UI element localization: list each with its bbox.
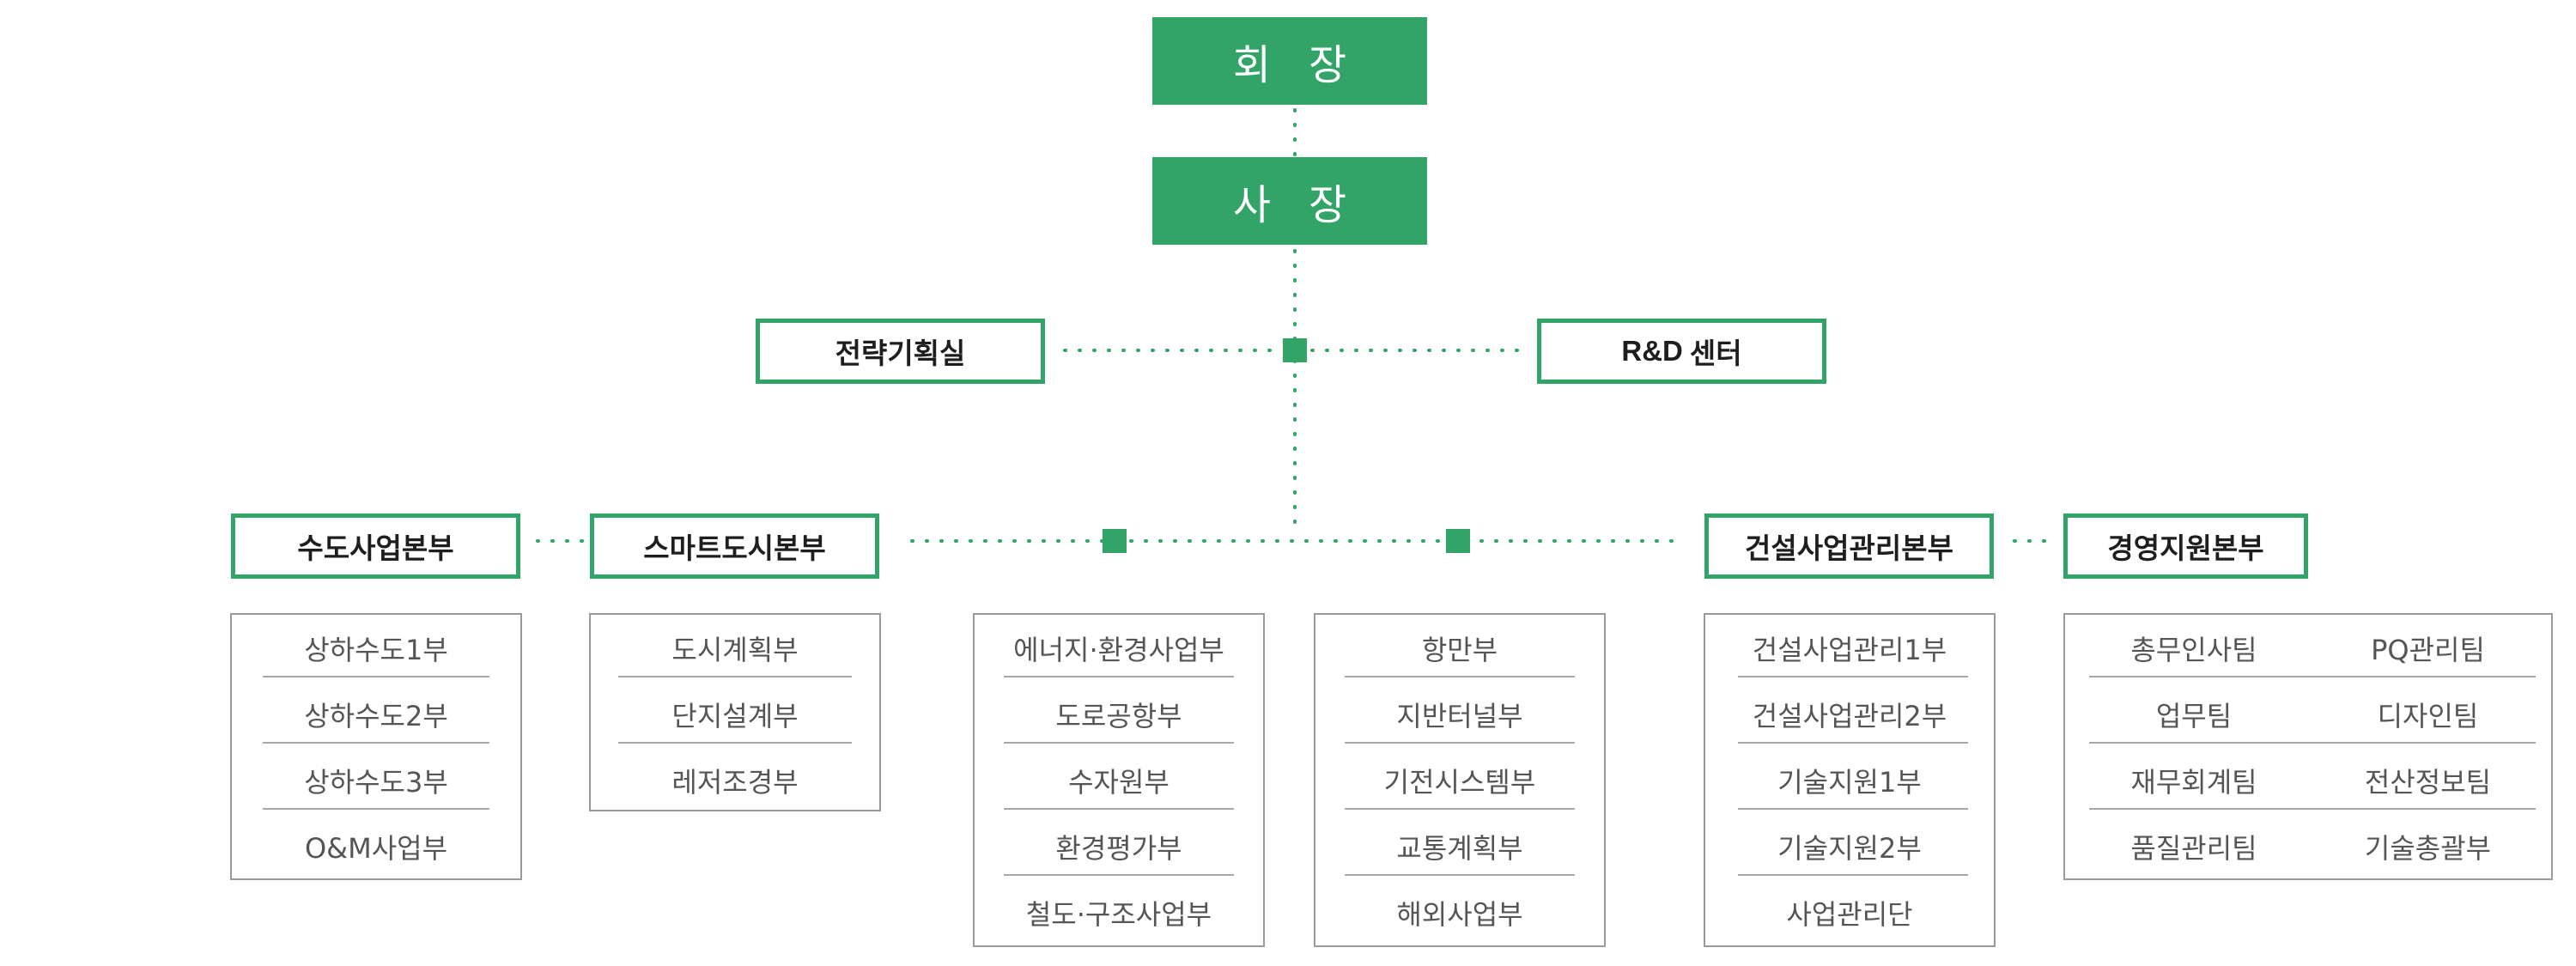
unit-list-cm: 건설사업관리1부 건설사업관리2부 기술지원1부 기술지원2부 사업관리단 <box>1704 613 1996 947</box>
unit-item: 상하수도1부 <box>304 634 448 666</box>
unit-item: 기술지원2부 <box>1777 832 1922 865</box>
unit-item: 단지설계부 <box>671 700 799 732</box>
unit-item: 에너지·환경사업부 <box>1013 634 1224 666</box>
unit-separator <box>1345 676 1575 677</box>
unit-separator <box>1738 676 1968 677</box>
unit-item-right: 기술총괄부 <box>2364 832 2492 865</box>
chairman-box: 회 장 <box>1152 17 1427 105</box>
unit-list-port: 항만부 지반터널부 기전시스템부 교통계획부 해외사업부 <box>1314 613 1606 947</box>
unit-list-water: 상하수도1부 상하수도2부 상하수도3부 O&M사업부 <box>230 613 522 880</box>
unit-item-left: 총무인사팀 <box>2130 634 2257 666</box>
unit-item-right: 디자인팀 <box>2377 700 2479 732</box>
division-admin-label: 경영지원본부 <box>2107 532 2264 565</box>
unit-item-left: 업무팀 <box>2155 700 2233 732</box>
unit-item: 기술지원1부 <box>1777 766 1922 799</box>
unit-separator <box>618 676 852 677</box>
division-admin-box: 경영지원본부 <box>2063 513 2308 579</box>
unit-list-admin: 총무인사팀 PQ관리팀 업무팀 디자인팀 재무회계팀 전산정보팀 품질관리팀 기… <box>2063 613 2553 880</box>
unit-separator <box>263 676 489 677</box>
unit-item: 수자원부 <box>1068 766 1170 799</box>
junction-node-left <box>1103 529 1127 553</box>
unit-item: 도시계획부 <box>671 634 799 666</box>
unit-separator <box>1004 874 1234 876</box>
rnd-center-box: R&D 센터 <box>1537 319 1826 384</box>
unit-item: 환경평가부 <box>1055 832 1182 865</box>
unit-item-left: 품질관리팀 <box>2130 832 2257 865</box>
unit-separator <box>263 808 489 810</box>
junction-node-center <box>1283 338 1307 362</box>
unit-separator <box>2089 808 2536 810</box>
strategy-office-label: 전략기획실 <box>835 337 966 370</box>
unit-item: 기전시스템부 <box>1383 766 1536 799</box>
unit-separator <box>1345 742 1575 744</box>
unit-separator <box>2089 676 2536 677</box>
unit-item: O&M사업부 <box>304 832 448 865</box>
unit-separator <box>1004 808 1234 810</box>
unit-item-right: 전산정보팀 <box>2364 766 2492 799</box>
unit-item: 지반터널부 <box>1396 700 1523 732</box>
junction-node-right <box>1446 529 1470 553</box>
unit-separator <box>1738 808 1968 810</box>
unit-item-right: PQ관리팀 <box>2371 634 2485 666</box>
unit-separator <box>1004 742 1234 744</box>
unit-separator <box>1004 676 1234 677</box>
unit-list-smartcity: 도시계획부 단지설계부 레저조경부 <box>589 613 881 811</box>
unit-item: 철도·구조사업부 <box>1025 898 1212 931</box>
president-box: 사 장 <box>1152 157 1427 245</box>
chairman-char-2: 장 <box>1309 41 1347 89</box>
unit-separator <box>1345 808 1575 810</box>
unit-separator <box>263 742 489 744</box>
division-water-box: 수도사업본부 <box>231 513 520 579</box>
unit-item: 상하수도2부 <box>304 700 448 732</box>
unit-separator <box>1738 874 1968 876</box>
unit-separator <box>2089 742 2536 744</box>
unit-item: 레저조경부 <box>671 766 799 799</box>
unit-item: 해외사업부 <box>1396 898 1523 931</box>
unit-item: 도로공항부 <box>1055 700 1182 732</box>
strategy-office-box: 전략기획실 <box>756 319 1045 384</box>
unit-item: 건설사업관리2부 <box>1752 700 1947 732</box>
unit-separator <box>1738 742 1968 744</box>
rnd-center-suffix: 센터 <box>1689 337 1742 370</box>
unit-separator <box>618 742 852 744</box>
chairman-char-1: 회 <box>1232 41 1271 89</box>
president-char-1: 사 <box>1232 181 1271 229</box>
unit-item: 항만부 <box>1421 634 1498 666</box>
unit-separator <box>1345 874 1575 876</box>
unit-item: 건설사업관리1부 <box>1752 634 1947 666</box>
unit-item: 사업관리단 <box>1786 898 1913 931</box>
division-smartcity-box: 스마트도시본부 <box>590 513 879 579</box>
president-char-2: 장 <box>1309 181 1347 229</box>
unit-list-energy: 에너지·환경사업부 도로공항부 수자원부 환경평가부 철도·구조사업부 <box>973 613 1265 947</box>
division-cm-label: 건설사업관리본부 <box>1745 532 1953 565</box>
rnd-center-prefix: R&D <box>1621 335 1683 367</box>
division-water-label: 수도사업본부 <box>297 532 454 565</box>
division-cm-box: 건설사업관리본부 <box>1704 513 1994 579</box>
division-smartcity-label: 스마트도시본부 <box>643 532 826 565</box>
unit-item: 교통계획부 <box>1396 832 1523 865</box>
unit-item-left: 재무회계팀 <box>2130 766 2257 799</box>
unit-item: 상하수도3부 <box>304 766 448 799</box>
